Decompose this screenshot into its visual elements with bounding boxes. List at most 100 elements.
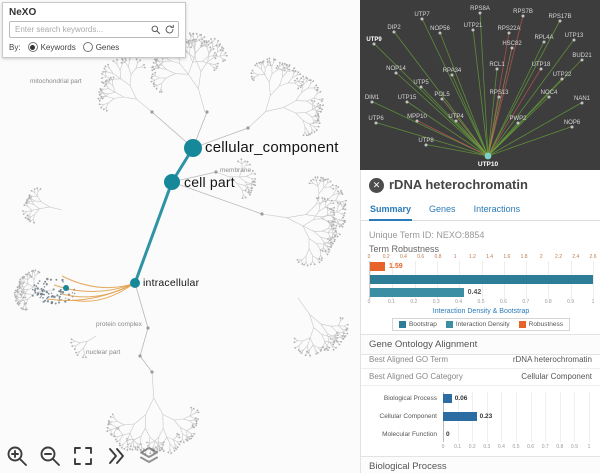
gene-node[interactable] — [392, 30, 396, 34]
gene-node[interactable] — [370, 100, 374, 104]
expand-all-button[interactable] — [104, 444, 128, 468]
gene-node-label[interactable]: MPP10 — [407, 114, 427, 120]
gene-hub-label[interactable]: UTP10 — [478, 161, 499, 168]
gene-node[interactable] — [572, 38, 576, 42]
gene-node[interactable] — [570, 125, 574, 129]
gene-node-label[interactable]: RPS22A — [497, 26, 520, 32]
gene-node-label[interactable]: UTP8 — [418, 138, 434, 144]
gene-node[interactable] — [405, 100, 409, 104]
gene-node-label[interactable]: NOC4 — [541, 90, 558, 96]
gene-node[interactable] — [558, 19, 562, 23]
gene-node[interactable] — [372, 42, 376, 46]
details-tabs: Summary Genes Interactions — [361, 201, 600, 221]
gene-node-label[interactable]: UTP22 — [553, 72, 572, 78]
gene-node-label[interactable]: UTP4 — [448, 114, 464, 120]
gene-node-label[interactable]: RPL4A — [534, 35, 553, 41]
term-node[interactable] — [164, 174, 180, 190]
gene-node-label[interactable]: RPS17B — [548, 14, 571, 20]
gene-node[interactable] — [419, 85, 423, 89]
go-alignment-header: Gene Ontology Alignment — [361, 334, 600, 355]
gene-node-label[interactable]: PWP2 — [509, 116, 527, 122]
gene-node[interactable] — [539, 67, 543, 71]
gene-node[interactable] — [580, 58, 584, 62]
tab-interactions[interactable]: Interactions — [473, 204, 521, 214]
gene-node-label[interactable]: DIM1 — [365, 95, 380, 101]
gene-node-label[interactable]: UTP6 — [368, 116, 384, 122]
gene-node-label[interactable]: RPS13 — [489, 90, 509, 96]
go-score-category: Biological Process — [383, 395, 437, 402]
gene-node[interactable] — [560, 77, 564, 81]
gene-node-label[interactable]: NOP6 — [564, 120, 581, 126]
gene-node[interactable] — [450, 73, 454, 77]
gene-node-label[interactable]: NOP14 — [386, 66, 406, 72]
go-term-value: rDNA heterochromatin — [512, 355, 592, 364]
fit-to-screen-button[interactable] — [71, 444, 95, 468]
gene-node-label[interactable]: UTP9 — [366, 37, 382, 43]
gene-node-label[interactable]: RPA34 — [443, 68, 462, 74]
term-node[interactable] — [184, 139, 202, 157]
interaction-density-value: 0.42 — [467, 289, 482, 296]
radio-genes-dot[interactable] — [82, 42, 93, 52]
gene-node[interactable] — [516, 121, 520, 125]
gene-node-label[interactable]: NOP56 — [430, 26, 450, 32]
gene-node[interactable] — [495, 67, 499, 71]
app-title: NeXO — [9, 7, 37, 18]
go-category-label: Best Aligned GO Category — [369, 372, 463, 381]
search-input[interactable] — [13, 24, 147, 35]
gene-node[interactable] — [424, 143, 428, 147]
tab-genes[interactable]: Genes — [429, 204, 456, 214]
gene-node[interactable] — [394, 71, 398, 75]
gene-node-label[interactable]: NAN1 — [574, 96, 591, 102]
gene-node[interactable] — [507, 31, 511, 35]
gene-node[interactable] — [580, 101, 584, 105]
zoom-out-button[interactable] — [38, 444, 62, 468]
gene-node-label[interactable]: HSC82 — [502, 41, 522, 47]
zoom-in-button[interactable] — [5, 444, 29, 468]
radio-keywords-dot[interactable] — [27, 42, 38, 52]
gene-node-label[interactable]: BUD21 — [572, 53, 592, 59]
gene-node[interactable] — [420, 17, 424, 21]
gene-node-label[interactable]: UTP15 — [398, 95, 417, 101]
gene-node[interactable] — [497, 95, 501, 99]
gene-node[interactable] — [454, 119, 458, 123]
reset-icon[interactable] — [164, 24, 175, 35]
gene-node-label[interactable]: UTP18 — [532, 62, 551, 68]
gene-node-label[interactable]: RPS8A — [470, 6, 490, 12]
search-icon[interactable] — [150, 24, 161, 35]
gene-node[interactable] — [438, 31, 442, 35]
tab-summary[interactable]: Summary — [369, 201, 413, 221]
gene-node-label[interactable]: UTP21 — [464, 23, 483, 29]
gene-node[interactable] — [478, 11, 482, 15]
gene-node-label[interactable]: RCL1 — [489, 62, 505, 68]
gene-node[interactable] — [542, 40, 546, 44]
gene-node[interactable] — [547, 95, 551, 99]
layers-button[interactable] — [137, 444, 161, 468]
gene-hub-node[interactable] — [484, 152, 492, 160]
gene-node-label[interactable]: UTP13 — [565, 33, 584, 39]
gene-node-label[interactable]: UTP5 — [413, 80, 429, 86]
gene-node[interactable] — [471, 28, 475, 32]
robustness-bar — [370, 262, 385, 271]
gene-node-label[interactable]: DIP2 — [387, 25, 401, 31]
gene-node[interactable] — [510, 46, 514, 50]
radio-keywords[interactable]: Keywords — [27, 42, 76, 52]
gene-node[interactable] — [415, 119, 419, 123]
gene-node[interactable] — [440, 97, 444, 101]
term-node[interactable] — [130, 278, 140, 288]
radio-genes[interactable]: Genes — [82, 42, 119, 52]
gene-node[interactable] — [521, 14, 525, 18]
gene-node-label[interactable]: POL5 — [434, 92, 450, 98]
gene-node[interactable] — [374, 121, 378, 125]
gene-node-label[interactable]: RPS7B — [513, 9, 533, 15]
close-icon[interactable]: ✕ — [369, 178, 384, 193]
robustness-axis-label: Interaction Density & Bootstrap — [432, 308, 530, 315]
gene-node-label[interactable]: UTP7 — [414, 12, 430, 18]
